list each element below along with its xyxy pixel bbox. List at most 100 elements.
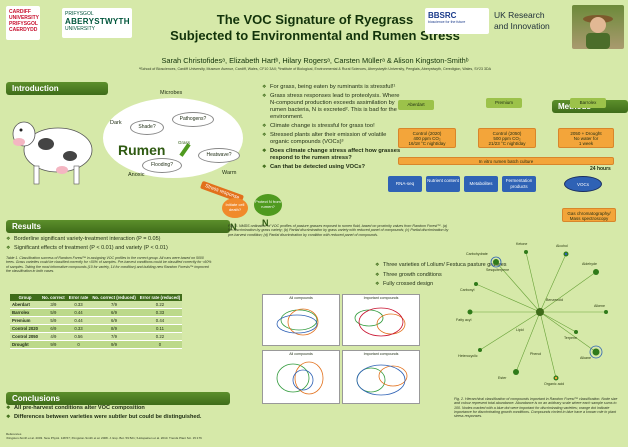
intro-bullet: Can that be detected using VOCs? (262, 164, 402, 171)
table-cell: 0.33 (137, 308, 183, 317)
author-photo (572, 5, 624, 49)
output-box: RNA-seq (388, 176, 422, 192)
table-cell: 0.56 (66, 332, 91, 341)
table-header-cell: Group (10, 294, 41, 301)
conclusions-heading: Conclusions (6, 392, 230, 405)
table-cell: 0.11 (137, 324, 183, 333)
voc-output-box: VOCs (564, 176, 602, 192)
grass-label: Grass (178, 140, 191, 145)
table-cell: 9/9 (90, 340, 138, 349)
title-line-1: The VOC Signature of Ryegrass (216, 12, 414, 27)
dark-label: Dark (110, 120, 122, 126)
table-cell: 3/9 (40, 301, 67, 309)
table-cell: Premium (10, 316, 41, 325)
ukri-line-1: UK Research (494, 10, 545, 20)
nmds-plot-d (356, 364, 408, 396)
table-cell: 7/9 (90, 332, 138, 341)
table-cell: 0.33 (66, 301, 91, 309)
table-cell: 5/9 (40, 316, 67, 325)
table-cell: 6/9 (40, 324, 67, 333)
intro-bullet: Does climate change stress affect how gr… (262, 148, 402, 162)
references: References ¹Kingston-Smith et al. 2003. … (6, 432, 306, 440)
tree-node-label: Fatty acyl (456, 318, 472, 322)
variety-box: Barrolex (570, 98, 606, 108)
table-header-cell: Error rate (66, 294, 91, 301)
fig2-caption: Fig. 2. Hierarchical classification of c… (454, 397, 618, 419)
tree-node-label: Ketone (516, 242, 528, 246)
table-cell: Control 2020 (10, 324, 41, 333)
tree-node-label: Phenol (530, 352, 542, 356)
table-header-cell: Error rate (reduced) (137, 294, 183, 301)
table-cell: 0.33 (66, 324, 91, 333)
nmds-panel-b: Important compounds (342, 294, 420, 346)
table-cell: 0 (137, 340, 183, 349)
table-cell: 6/9 (90, 316, 138, 325)
results-bullets: Borderline significant variety-treatment… (6, 236, 216, 254)
bbsrc-logo: BBSRC bioscience for the future (425, 8, 489, 34)
references-text: ¹Kingston-Smith et al. 2003. New Phytol.… (6, 436, 202, 440)
aber-logo-sub: UNIVERSITY (65, 26, 96, 32)
table1-caption: Table 1. Classification success of Rando… (6, 256, 212, 273)
intro-bullet: Grass stress responses lead to proteolys… (262, 93, 402, 121)
nmds-panel-a: All compounds (262, 294, 340, 346)
tree-node-label: Ester (498, 376, 507, 380)
output-box: Metabolites (464, 176, 498, 192)
intro-bullet: Climate change is stressful for grass to… (262, 123, 402, 130)
nmds-plot-c (276, 361, 324, 395)
table-cell: 0.22 (137, 301, 183, 309)
table-cell: 9/9 (40, 340, 67, 349)
table-cell: Barrolex (10, 308, 41, 317)
ukri-logo: UK Research and Innovation (494, 10, 564, 32)
aber-logo-top: PRIFYSGOL (65, 11, 94, 17)
table-cell: Control 2050 (10, 332, 41, 341)
methods-bullet: Three growth conditions (375, 272, 535, 280)
tree-branches (467, 250, 608, 381)
condition-box: 2050 + Drought No water for 1 week (558, 128, 614, 148)
tree-node-label: Aldehyde (582, 262, 597, 266)
shade-oval: Shade? (130, 120, 164, 135)
microbes-label: Microbes (160, 90, 183, 96)
nitrogen-label-2: N (262, 218, 269, 228)
conclusions-bullets: All pre-harvest conditions alter VOC com… (6, 405, 226, 423)
tree-node-label: Alcohol (556, 244, 568, 248)
table-cell: 7/9 (90, 301, 138, 309)
conclusion-bullet: All pre-harvest conditions alter VOC com… (6, 405, 226, 412)
methods-bullet: Three varieties of Lolium/ Festuca pastu… (375, 262, 535, 270)
table-cell: Aberdart (10, 301, 41, 309)
cow-illustration (12, 121, 93, 185)
tree-node-label: Organic acid (544, 382, 565, 386)
cardiff-logo-line: PRIFYSGOL (9, 21, 38, 27)
cardiff-logo-line: CAERDYDD (9, 27, 38, 33)
table-cell: 4/9 (40, 332, 67, 341)
methods-bullets: Three varieties of Lolium/ Festuca pastu… (375, 262, 535, 291)
aber-logo-name: ABERYSTWYTH (65, 17, 130, 26)
authors: Sarah Christofidesᵃ, Elizabeth Hartᵇ, Hi… (161, 56, 469, 65)
panel-title: Important compounds (363, 352, 399, 356)
tree-node-label: Sesquiterpene (486, 268, 510, 272)
aberystwyth-university-logo: PRIFYSGOL ABERYSTWYTH UNIVERSITY (62, 8, 132, 38)
results-bullet: Borderline significant variety-treatment… (6, 236, 216, 243)
tree-node-label: Heterocyclic (458, 354, 478, 358)
bbsrc-logo-text: BBSRC (428, 11, 457, 20)
panel-title: Important compounds (363, 296, 399, 300)
intro-bullet: Stressed plants alter their emission of … (262, 132, 402, 146)
tree-node-label: Terpene (564, 336, 577, 340)
protect-n-bubble: Protect N from rumen? (254, 194, 282, 216)
initiate-cell-death-bubble: Initiate cell death? (222, 198, 248, 218)
methods-bullet: Fully crossed design (375, 281, 535, 289)
nmds-panel-d: Important compounds (342, 350, 420, 404)
tree-node-label: Alkene (594, 304, 605, 308)
heatwave-oval: Heatwave? (198, 148, 240, 163)
output-box: Nutrient content (426, 176, 460, 192)
variety-box: Aberdart (398, 100, 434, 110)
nmds-plot-b (354, 307, 406, 337)
references-title: References (6, 432, 22, 436)
table-cell: 0.44 (66, 316, 91, 325)
warm-label: Warm (222, 170, 237, 176)
pathogens-oval: Pathogens? (172, 112, 214, 127)
